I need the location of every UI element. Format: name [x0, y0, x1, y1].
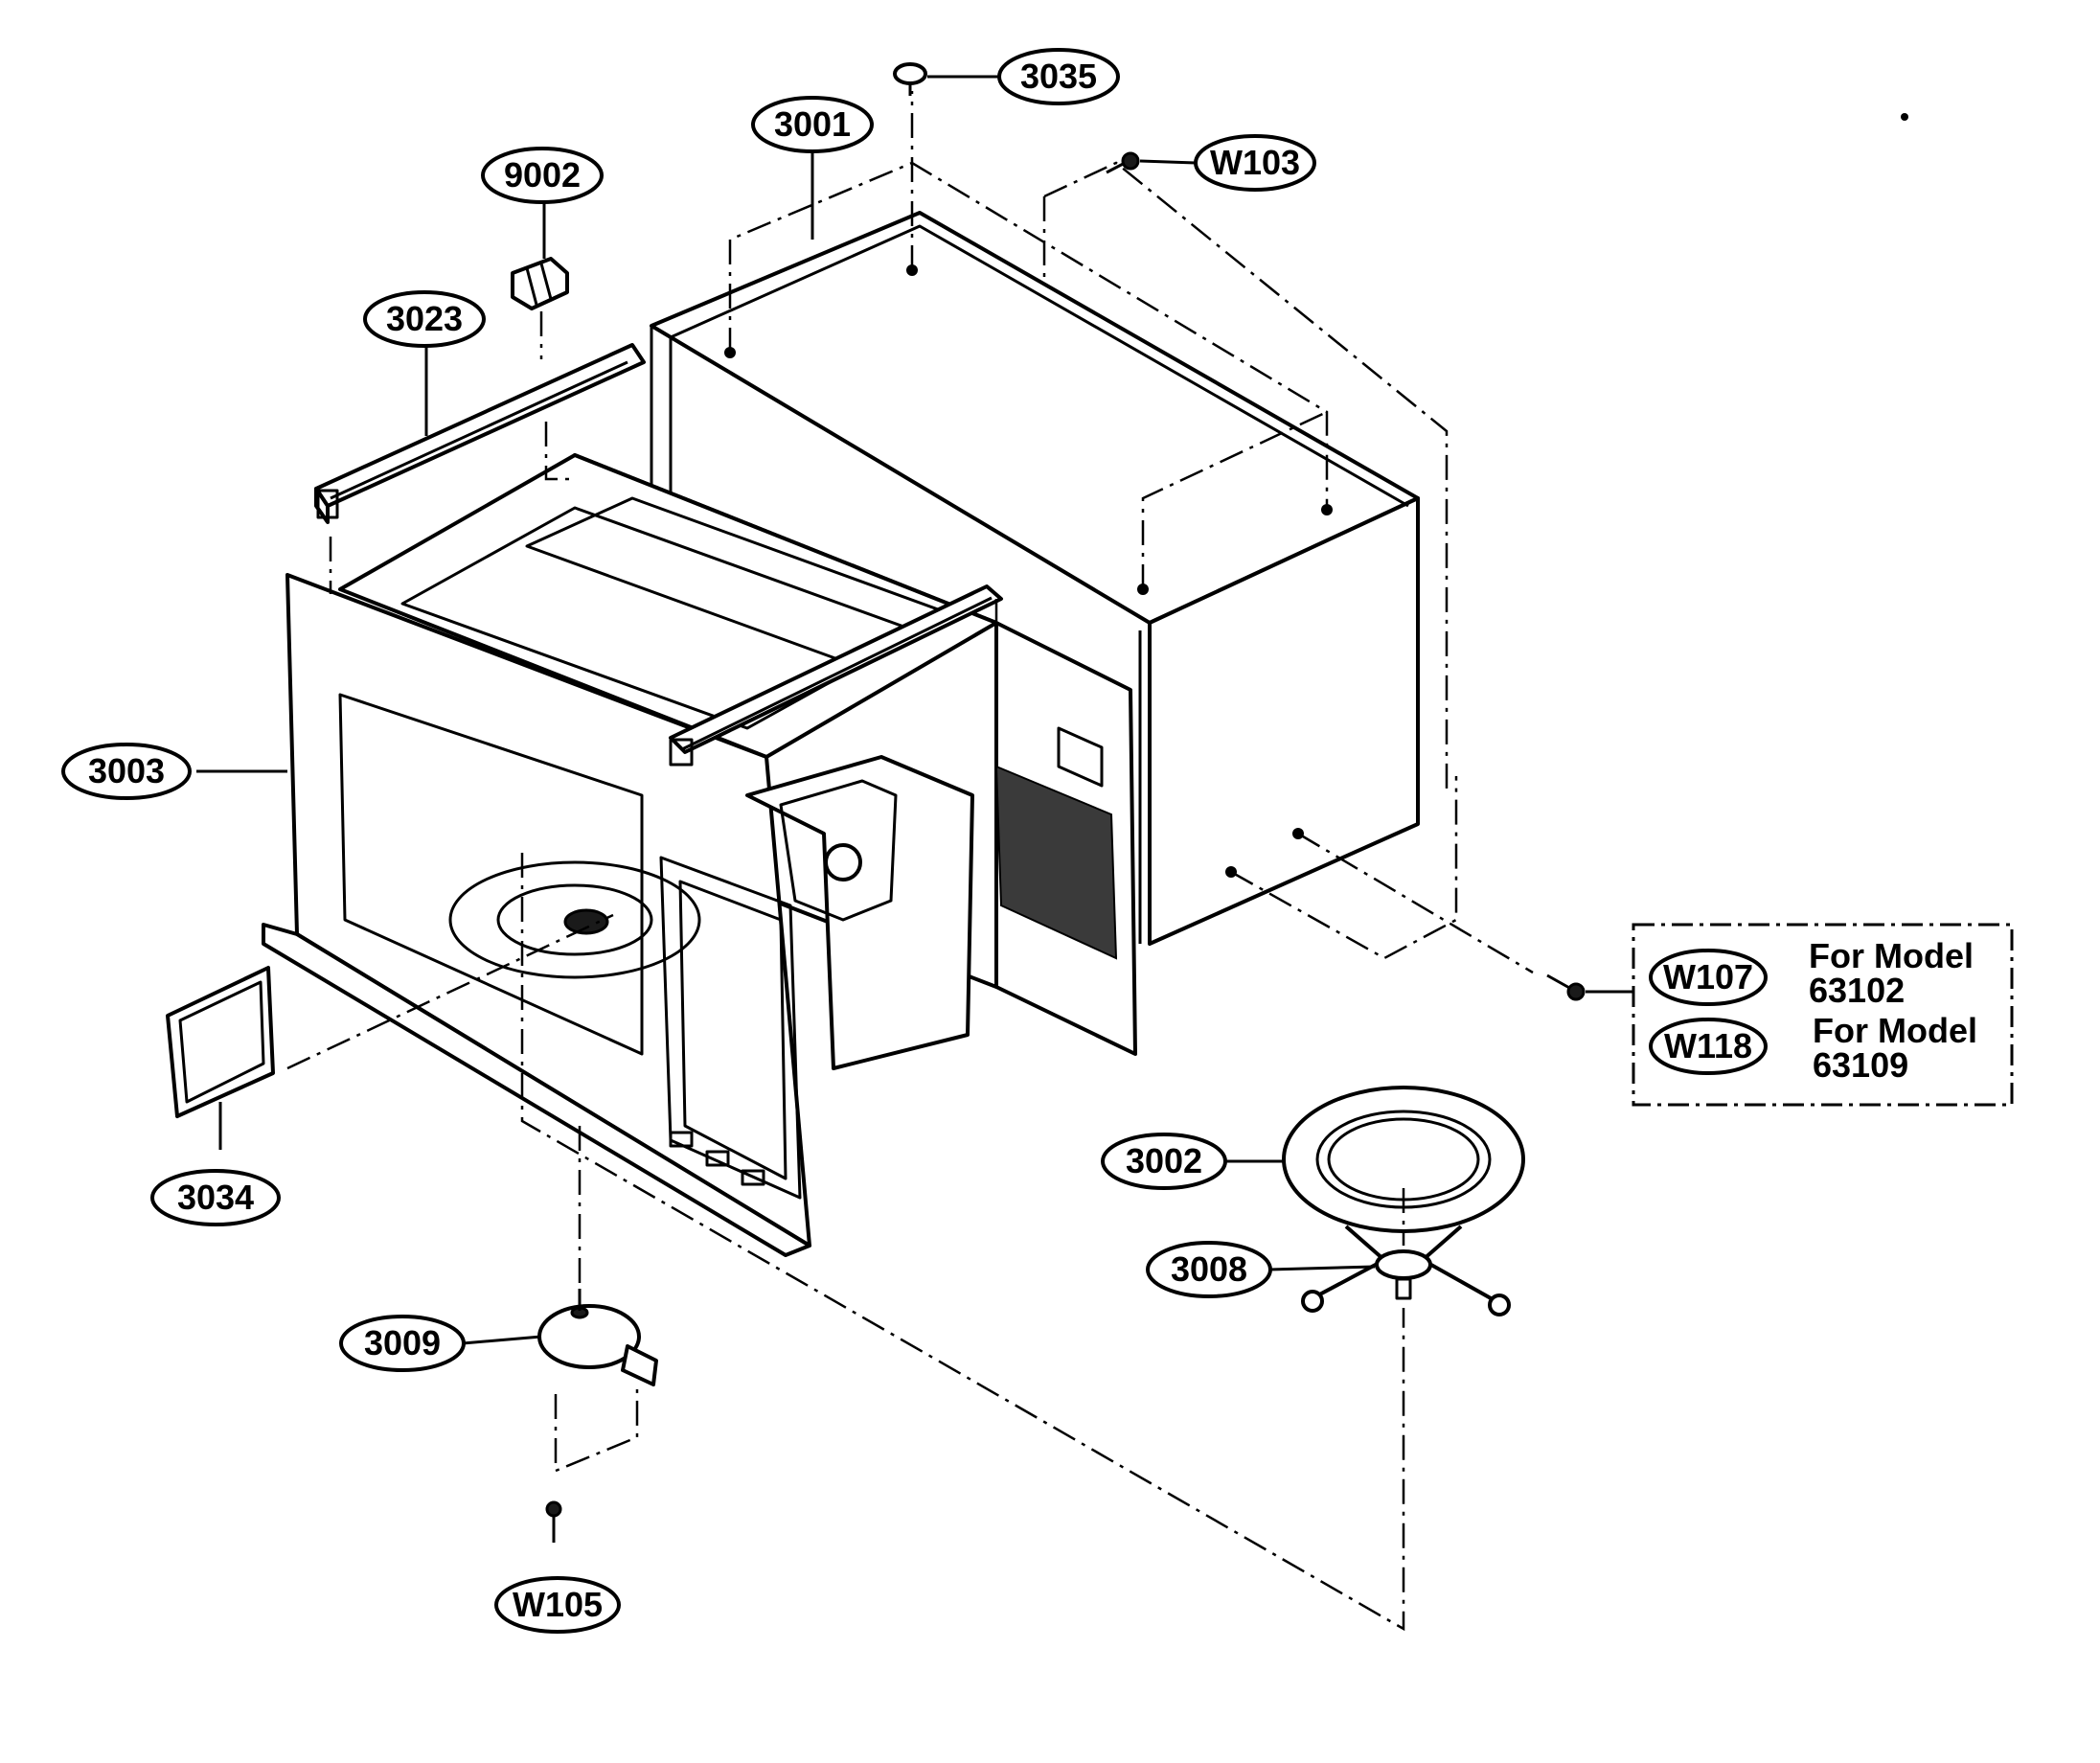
rail-right [669, 584, 1003, 767]
svg-text:3001: 3001 [774, 104, 851, 144]
part-9002 [511, 257, 569, 310]
callout-w105: W105 [494, 1576, 621, 1634]
svg-text:W103: W103 [1210, 143, 1300, 182]
callout-w103: W103 [1194, 134, 1316, 192]
callout-3001: 3001 [751, 96, 874, 153]
svg-text:3008: 3008 [1171, 1249, 1247, 1289]
leader-lines [196, 75, 1633, 1345]
svg-text:3035: 3035 [1020, 57, 1097, 96]
stray-dot [1901, 113, 1908, 121]
svg-text:For Model: For Model [1809, 936, 1974, 975]
callout-3034: 3034 [150, 1169, 281, 1226]
callout-3023: 3023 [363, 290, 486, 348]
svg-text:3009: 3009 [364, 1323, 441, 1362]
screw-w105 [545, 1500, 562, 1543]
roller-ring-3008 [1301, 1225, 1511, 1317]
callout-3035: 3035 [997, 48, 1120, 105]
callout-3008: 3008 [1146, 1241, 1272, 1298]
svg-text:3034: 3034 [177, 1178, 254, 1217]
model-note-box: W107 For Model 63102 W118 For Model 6310… [1632, 923, 2014, 1107]
oven-cavity-frame-3003 [262, 453, 1137, 1257]
svg-text:63102: 63102 [1809, 971, 1905, 1010]
callout-9002: 9002 [481, 147, 604, 204]
cover-3034 [166, 966, 275, 1118]
callout-3003: 3003 [61, 743, 192, 800]
glass-tray-3002 [1282, 1086, 1525, 1233]
callout-3002: 3002 [1101, 1133, 1227, 1190]
model-note-row-w107: W107 For Model 63102 [1649, 936, 1974, 1010]
svg-text:W107: W107 [1663, 957, 1753, 996]
svg-text:3003: 3003 [88, 751, 165, 790]
svg-text:9002: 9002 [504, 155, 581, 195]
svg-text:3023: 3023 [386, 299, 463, 338]
svg-text:For Model: For Model [1813, 1011, 1977, 1050]
explosion-lines [286, 91, 1534, 1632]
svg-text:W118: W118 [1664, 1026, 1752, 1065]
model-note-row-w118: W118 For Model 63109 [1649, 1011, 1977, 1085]
screw-w103 [1106, 151, 1140, 174]
svg-text:W105: W105 [513, 1585, 603, 1624]
screw-w107-w118 [1546, 973, 1586, 1001]
part-3035 [893, 62, 927, 96]
callout-3009: 3009 [339, 1315, 466, 1372]
svg-text:3002: 3002 [1126, 1141, 1202, 1180]
motor-3009 [537, 1289, 658, 1386]
svg-text:63109: 63109 [1813, 1045, 1908, 1085]
rail-3023-left [314, 343, 646, 524]
